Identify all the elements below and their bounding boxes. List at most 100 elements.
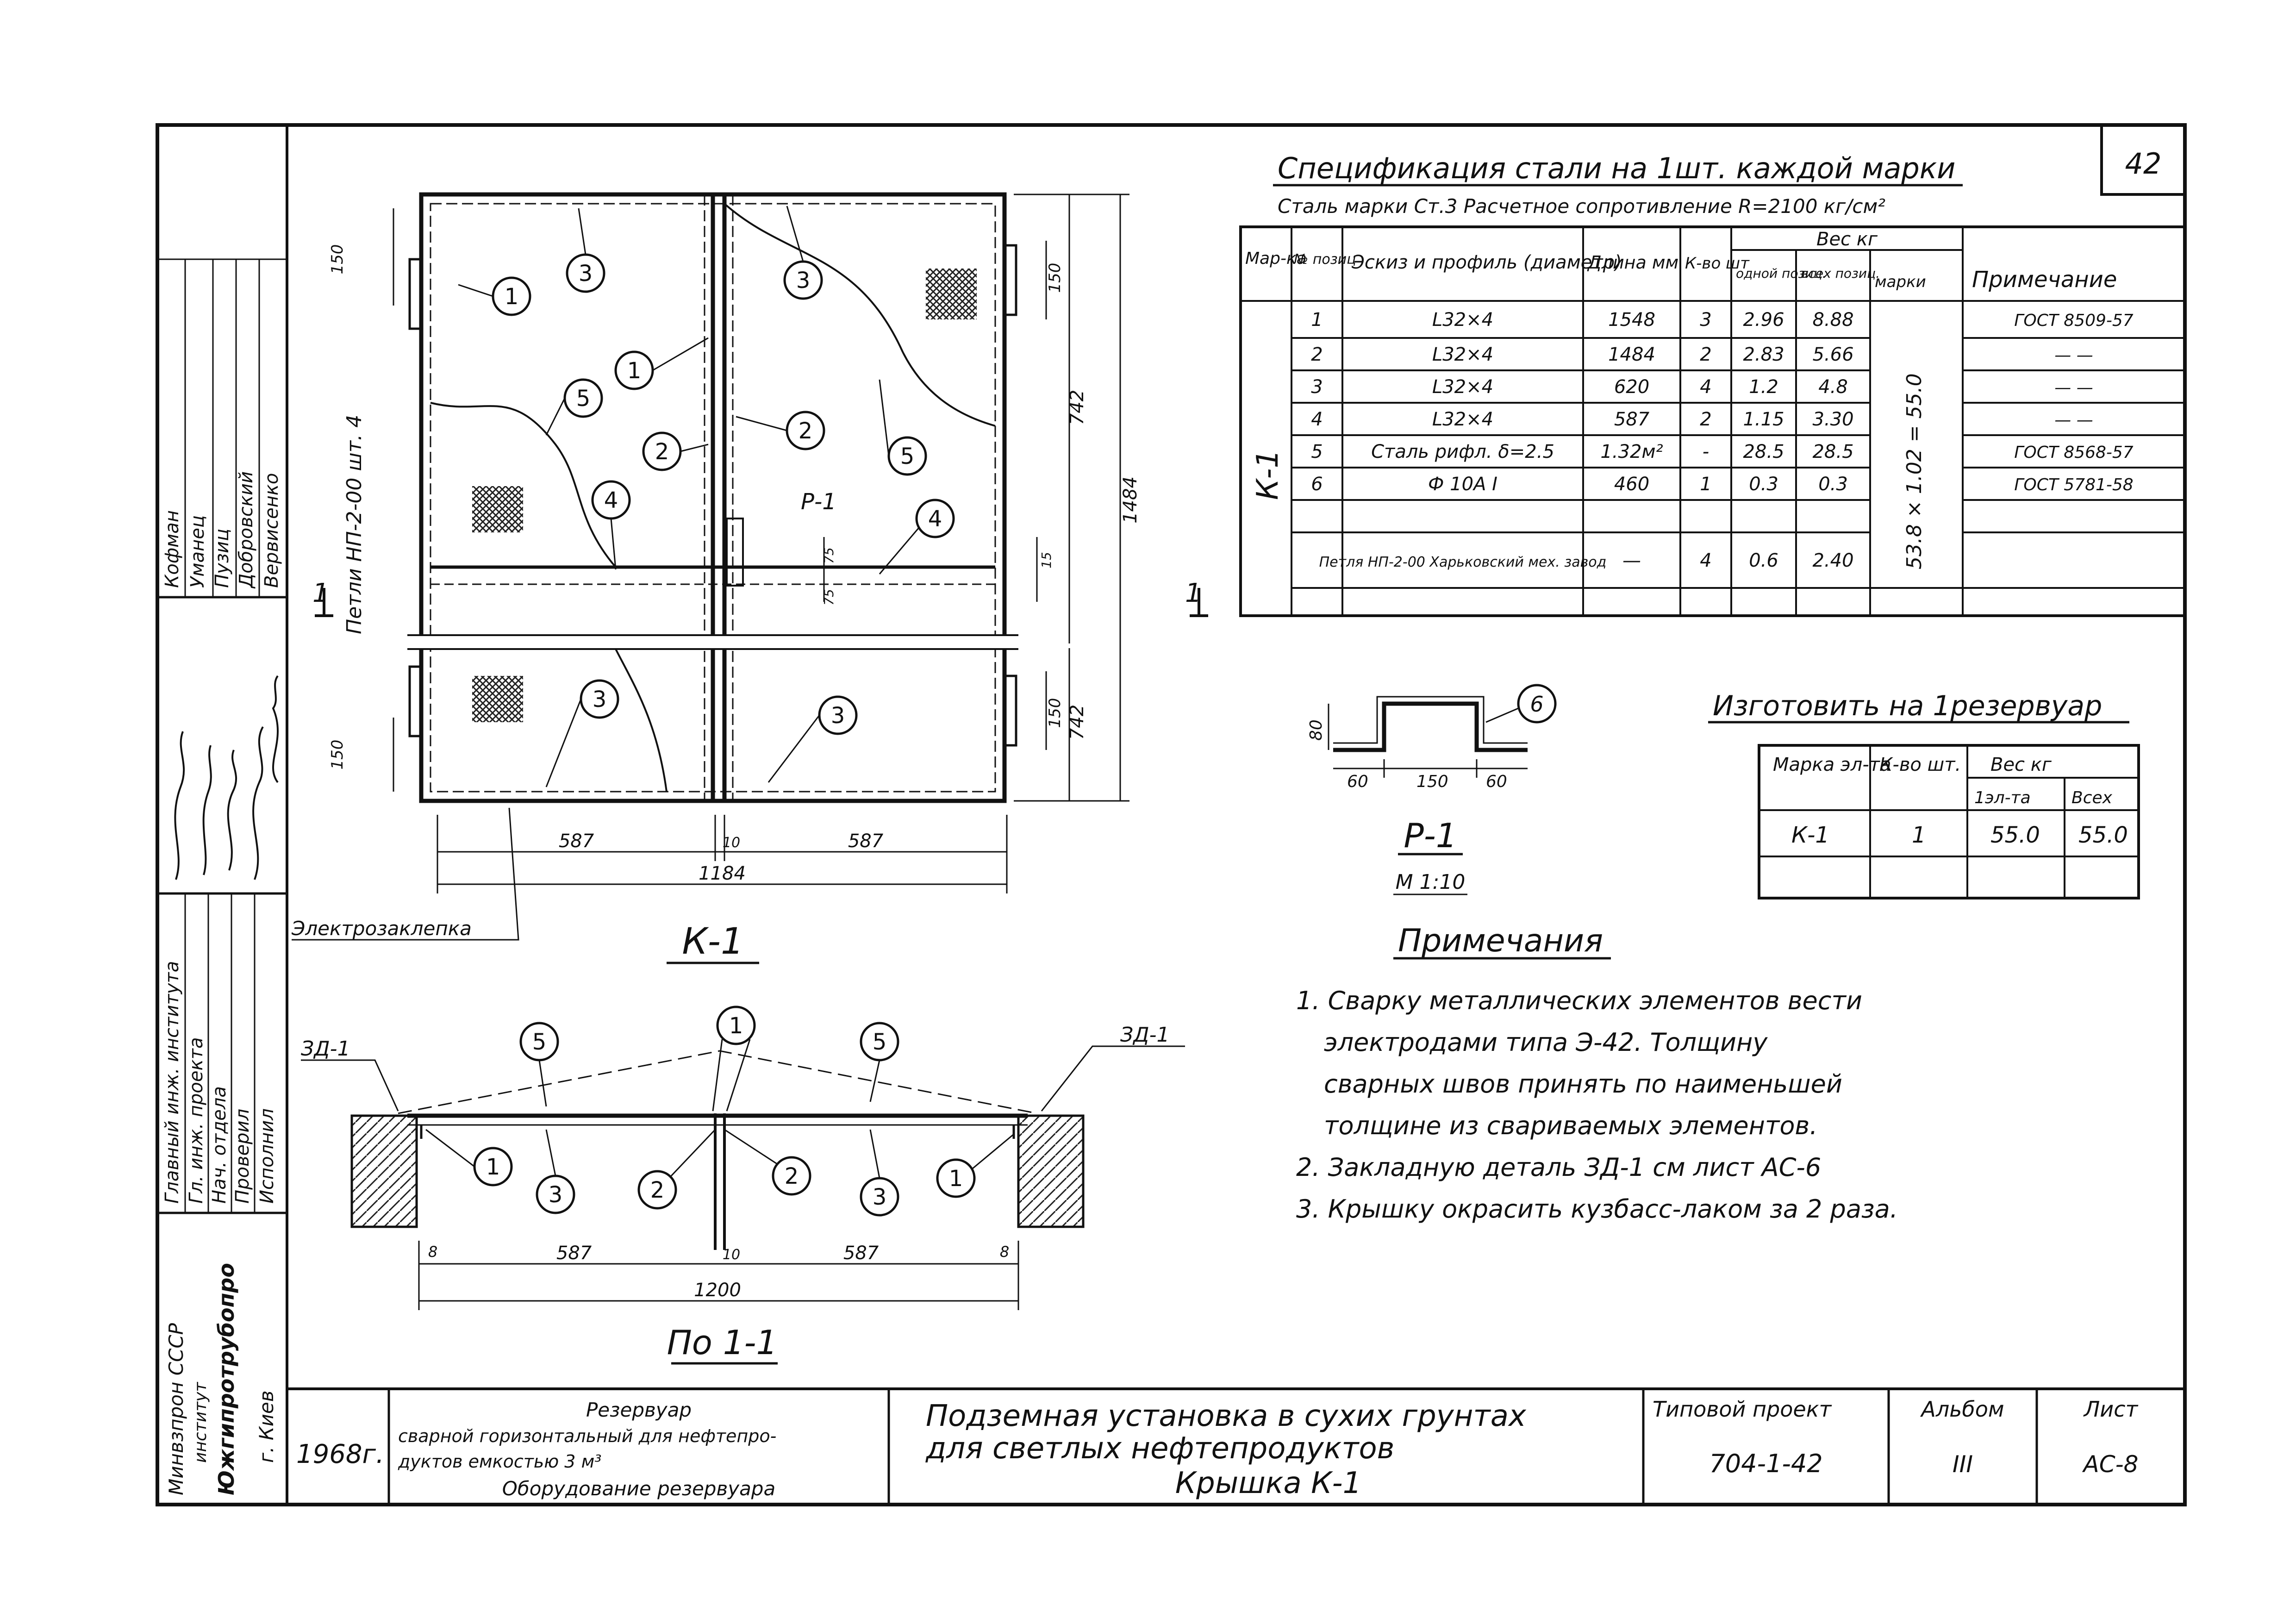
plan-labels: Петли НП-2-00 шт. 4 1 1 Р-1 Электрозакле… [291,415,1208,964]
spec-cell-profile: L32×4 [1432,344,1493,365]
svg-text:Исполнил: Исполнил [256,1108,278,1204]
svg-text:Южгипротрубопро: Южгипротрубопро [214,1263,239,1495]
svg-text:2: 2 [655,439,669,465]
svg-text:М 1:10: М 1:10 [1396,870,1466,894]
svg-text:10: 10 [723,835,740,851]
spec-cell-profile: L32×4 [1432,376,1493,398]
spec-cell-pos: 3 [1311,376,1323,398]
svg-text:1: 1 [949,1166,963,1192]
spec-cell-pos: 4 [1311,409,1323,430]
svg-text:Спецификация стали на 1шт. каж: Спецификация стали на 1шт. каждой марки [1278,151,1955,185]
svg-text:587: 587 [556,1243,592,1264]
title-block: 1968г. Резервуар сварной горизонтальный … [296,1389,2138,1505]
svg-text:дуктов емкостью 3 м³: дуктов емкостью 3 м³ [398,1451,601,1472]
svg-text:42: 42 [2125,147,2162,181]
spec-cell-pos: 6 [1311,474,1323,495]
svg-text:587: 587 [559,831,594,852]
svg-text:институт: институт [191,1382,210,1463]
svg-text:3: 3 [796,268,811,294]
svg-text:Р-1: Р-1 [801,489,836,515]
svg-text:10: 10 [723,1247,740,1263]
spec-cell-pos: 5 [1311,441,1323,462]
svg-text:Электрозаклепка: Электрозаклепка [291,917,472,940]
detail-p1: 6 80 60 150 60 Р-1 М 1:10 [1307,684,1557,895]
spec-cell-length: 620 [1614,376,1649,398]
svg-text:Мар-ка: Мар-ка [1245,249,1307,268]
svg-text:80: 80 [1307,719,1326,741]
svg-text:4: 4 [604,487,618,513]
svg-text:1: 1 [1912,822,1926,848]
sheet-frame [156,123,2187,1506]
svg-text:3: 3 [579,261,593,287]
spec-cell-profile: Сталь рифл. δ=2.5 [1371,441,1554,462]
spec-cell-note: ГОСТ 5781-58 [2014,475,2133,494]
sheet-number-corner: 42 [2100,124,2186,196]
spec-cell-note: — — [2054,378,2093,397]
section-callouts: 5 1 5 1 3 2 2 3 1 [425,1006,1014,1217]
svg-text:3: 3 [549,1182,563,1208]
spec-cell-w_all: 3.30 [1812,409,1853,430]
spec-cell-qty: 4 [1700,550,1711,571]
svg-text:К-во шт.: К-во шт. [1879,754,1961,775]
spec-cell-w_one: 1.2 [1749,376,1778,398]
svg-text:Примечание: Примечание [1972,267,2117,293]
svg-text:По 1-1: По 1-1 [667,1323,778,1362]
checker-plate-marks [472,269,977,722]
svg-text:150: 150 [1046,698,1064,728]
svg-text:г. Киев: г. Киев [255,1391,278,1463]
svg-text:Уманец: Уманец [187,515,208,588]
spec-cell-pos: 1 [1311,309,1323,331]
svg-text:К-1: К-1 [1791,822,1829,848]
svg-text:3: 3 [831,703,845,729]
plan-dimensions: 587 10 587 1184 742 742 1484 150 150 150… [328,194,1141,893]
spec-cell-w_all: 4.8 [1818,376,1848,398]
svg-text:75: 75 [821,547,836,564]
svg-text:3: 3 [593,687,607,712]
svg-text:742: 742 [1067,705,1088,740]
svg-text:Типовой проект: Типовой проект [1653,1397,1832,1422]
svg-text:Проверил: Проверил [232,1109,253,1204]
svg-text:Длина мм: Длина мм [1587,252,1678,273]
svg-text:К-1: К-1 [682,921,743,962]
svg-text:Марка эл-та: Марка эл-та [1773,754,1891,775]
spec-cell-profile: L32×4 [1432,409,1493,430]
spec-cell-w_all: 8.88 [1812,309,1853,331]
svg-text:Нач. отдела: Нач. отдела [209,1086,230,1204]
svg-text:ЗД-1: ЗД-1 [301,1037,350,1061]
svg-text:3: 3 [873,1184,887,1210]
svg-text:Пузиц: Пузиц [212,529,233,588]
svg-text:587: 587 [848,831,884,852]
svg-text:55.0: 55.0 [1990,822,2040,848]
svg-text:60: 60 [1486,772,1507,791]
spec-cell-w_one: 1.15 [1743,409,1784,430]
svg-text:Эскиз и профиль (диаметр): Эскиз и профиль (диаметр) [1351,252,1622,273]
spec-cell-w_one: 2.83 [1743,344,1784,365]
svg-text:Сталь марки Ст.3 Расчетное соп: Сталь марки Ст.3 Расчетное сопротивление… [1278,195,1885,218]
svg-text:8: 8 [428,1243,437,1261]
svg-text:Изготовить на 1резервуар: Изготовить на 1резервуар [1713,690,2102,722]
svg-text:1: 1 [1185,578,1202,608]
left-stamp-org: Минвзпрон СССР институт Южгипротрубопро … [165,1263,278,1495]
plan-view [407,192,1018,803]
spec-cell-w_one: 28.5 [1743,441,1784,462]
svg-text:1: 1 [312,578,329,608]
svg-text:53.8 × 1.02 = 55.0: 53.8 × 1.02 = 55.0 [1903,373,1926,569]
svg-text:сварной горизонтальный для неф: сварной горизонтальный для нефтепро- [398,1426,776,1446]
spec-table-mark-cell: К-1 53.8 × 1.02 = 55.0 [1251,373,1926,569]
spec-cell-pos: 2 [1311,344,1323,365]
svg-text:Добровский: Добровский [236,471,257,589]
svg-text:Вес кг: Вес кг [1816,229,1878,250]
section-labels: ЗД-1 ЗД-1 8 587 10 587 8 1200 По 1-1 [301,1023,1185,1365]
svg-text:1эл-та: 1эл-та [1974,788,2031,807]
spec-cell-qty: 1 [1700,474,1711,495]
svg-text:3. Крышку окрасить кузбасс-лак: 3. Крышку окрасить кузбасс-лаком за 2 ра… [1296,1194,1898,1224]
svg-text:587: 587 [843,1243,879,1264]
spec-table-grid [1239,225,2186,617]
svg-text:5: 5 [900,443,915,469]
spec-cell-w_one: 0.6 [1749,550,1778,571]
spec-cell-length: 587 [1614,409,1650,430]
svg-text:150: 150 [328,740,347,770]
svg-text:60: 60 [1347,772,1368,791]
